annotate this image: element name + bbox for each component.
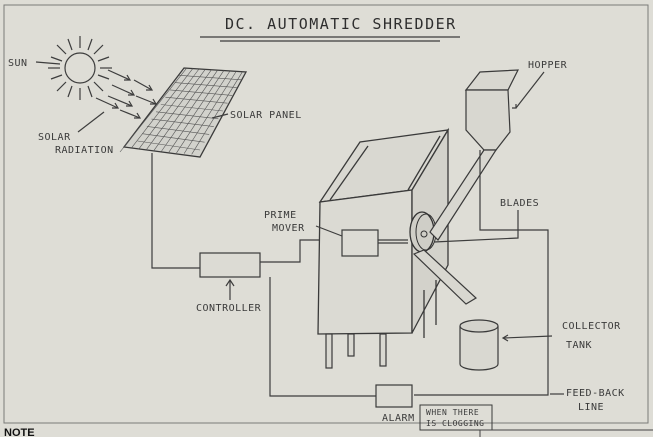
feedback-label-2: LINE: [578, 402, 604, 413]
solar-panel: [119, 67, 248, 158]
prime-mover-pointer: [315, 225, 343, 237]
sun-icon: [48, 36, 112, 100]
solar-radiation-label-1: SOLAR: [38, 132, 71, 143]
solar-panel-pointer: [211, 113, 229, 119]
collector-tank-label-1: COLLECTOR: [562, 321, 621, 332]
alarm-to-controller-wire: [269, 277, 376, 397]
collector-tank: [459, 319, 499, 371]
shredder-legs: [325, 333, 387, 369]
discharge-chute: [412, 249, 477, 305]
sheet-border: [3, 4, 649, 424]
alarm-note-1: WHEN THERE: [426, 408, 479, 417]
hopper-pointer: [515, 71, 545, 109]
solar-panel-label: SOLAR PANEL: [230, 110, 302, 121]
hopper-arrowhead: [512, 104, 517, 109]
collector-arrowhead: [501, 334, 509, 342]
shredder-body: [317, 127, 450, 338]
feedback-label-1: FEED-BACK: [566, 388, 625, 399]
note-label: NOTE: [4, 427, 35, 437]
collector-pointer: [503, 335, 553, 339]
alarm-label: ALARM: [382, 413, 415, 424]
prime-mover-box: [341, 229, 379, 257]
hopper-label: HOPPER: [528, 60, 568, 71]
alarm-box: [375, 384, 413, 408]
prime-mover-label-2: MOVER: [272, 223, 305, 234]
controller-arrowhead: [225, 278, 235, 287]
blades-label: BLADES: [500, 198, 539, 209]
blades-pointer: [433, 210, 519, 243]
prime-mover-label-1: PRIME: [264, 210, 297, 221]
diagram-title: DC. AUTOMATIC SHREDDER: [225, 15, 457, 33]
sun-pointer: [35, 61, 61, 65]
alarm-note-2: IS CLOGGING: [426, 419, 484, 428]
panel-to-controller-wire: [151, 153, 200, 269]
radiation-arrows: [95, 69, 158, 119]
solar-radiation-label-2: RADIATION: [55, 145, 114, 156]
alarm-note-box: [419, 404, 493, 431]
feedback-wire: [414, 150, 549, 396]
collector-tank-label-2: TANK: [566, 340, 592, 351]
sun-label: SUN: [8, 58, 28, 69]
controller-box: [199, 252, 261, 278]
controller-label: CONTROLLER: [196, 303, 262, 314]
radiation-pointer: [77, 111, 105, 133]
blades-wheel: [409, 211, 437, 253]
